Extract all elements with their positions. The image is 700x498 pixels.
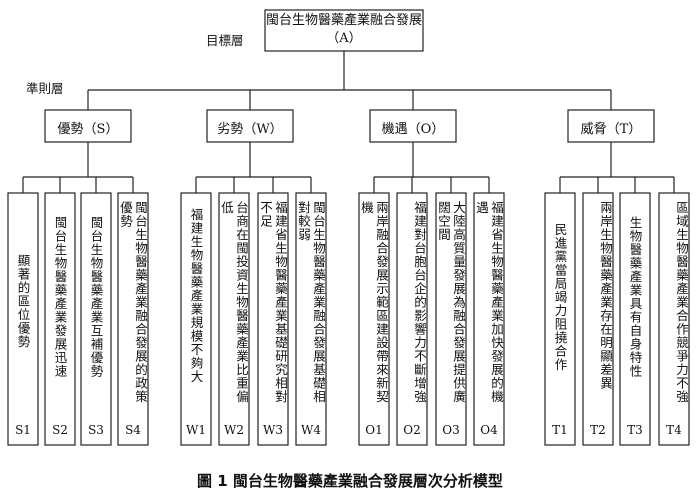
indicator-label: 大陸高質量發展為融合發展提供廣闊空間 <box>436 201 466 404</box>
criteria-label: 劣勢（W） <box>217 122 283 137</box>
criteria-label: 機遇（O） <box>381 122 445 137</box>
indicator-box <box>44 192 76 446</box>
indicator-box <box>117 192 149 446</box>
indicator-code: S3 <box>88 423 104 437</box>
indicator-box <box>619 192 651 446</box>
figure-caption: 圖 1 閩台生物醫藥產業融合發展層次分析模型 <box>197 472 503 490</box>
goal-title-line1: 閩台生物醫藥產業融合發展 <box>265 13 422 28</box>
indicator-label: 福建對台胞台企的影響力不斷增強 <box>412 201 427 404</box>
indicator-box <box>218 192 250 446</box>
indicator-label: 生物醫藥產業具有自身特性 <box>627 215 643 378</box>
indicator-label: 閩台生物醫藥產業發展迅速 <box>52 215 68 378</box>
indicator-box <box>435 192 467 446</box>
indicator-label: 閩台生物醫藥產業互補優勢 <box>88 215 104 378</box>
indicator-code: T2 <box>590 423 606 437</box>
criteria-box <box>206 109 294 143</box>
indicator-label: 福建省生物醫藥產業加快發展的機遇 <box>474 201 504 404</box>
indicator-box <box>358 192 390 446</box>
indicator-code: O4 <box>480 423 498 437</box>
indicator-code: T4 <box>666 423 682 437</box>
indicator-label: 顯著的區位優勢 <box>15 253 31 349</box>
criteria-label: 威脅（T） <box>580 122 642 137</box>
indicator-box <box>80 192 112 446</box>
criteria-box <box>369 109 457 143</box>
criteria-label: 優勢（S） <box>57 122 119 137</box>
goal-title-line2: （A） <box>326 31 362 46</box>
indicator-label: 兩岸生物醫藥產業存在明顯差異 <box>598 201 613 390</box>
indicator-boxes <box>7 192 690 446</box>
indicator-code: W2 <box>224 423 244 437</box>
indicator-code: T3 <box>627 423 643 437</box>
indicator-code: S2 <box>52 423 68 437</box>
connectors <box>22 90 675 193</box>
indicator-box <box>7 192 39 446</box>
indicator-label: 閩台生物醫藥產業融合發展的政策優勢 <box>118 201 148 404</box>
indicator-code: O1 <box>365 423 383 437</box>
goal-level-label: 目標層 <box>206 33 244 48</box>
indicator-code: S4 <box>125 423 141 437</box>
indicator-code: O2 <box>403 423 421 437</box>
indicator-label: 台商在閩投資生物醫藥產業比重偏低 <box>219 201 249 404</box>
goal-box <box>264 9 424 52</box>
indicator-label: 福建省生物醫藥產業基礎研究相對不足 <box>258 201 288 404</box>
indicator-label: 兩岸融合發展示範區建設帶來新契機 <box>359 201 389 404</box>
indicator-code: T1 <box>552 423 568 437</box>
indicator-label: 區域生物醫藥產業合作競爭力不強 <box>674 201 689 404</box>
criteria-level-label: 準則層 <box>26 81 64 96</box>
indicator-label: 民進黨當局竭力阻撓合作 <box>552 223 568 372</box>
indicator-box <box>658 192 690 446</box>
indicator-code: O3 <box>442 423 460 437</box>
indicator-code: W1 <box>186 423 206 437</box>
indicator-box <box>582 192 614 446</box>
indicator-code: W3 <box>263 423 283 437</box>
indicator-box <box>257 192 289 446</box>
indicator-code: W4 <box>301 423 321 437</box>
indicator-label: 閩台生物醫藥產業融合發展基礎相對較弱 <box>296 201 326 404</box>
indicator-box <box>544 192 576 446</box>
indicator-label: 福建生物醫藥產業規模不夠大 <box>188 208 204 384</box>
indicator-box <box>396 192 428 446</box>
indicator-code: S1 <box>15 423 31 437</box>
criteria-boxes <box>44 109 655 143</box>
indicator-box <box>473 192 505 446</box>
indicator-box <box>295 192 327 446</box>
goal-title: 閩台生物醫藥產業融合發展 （A） <box>265 12 423 48</box>
